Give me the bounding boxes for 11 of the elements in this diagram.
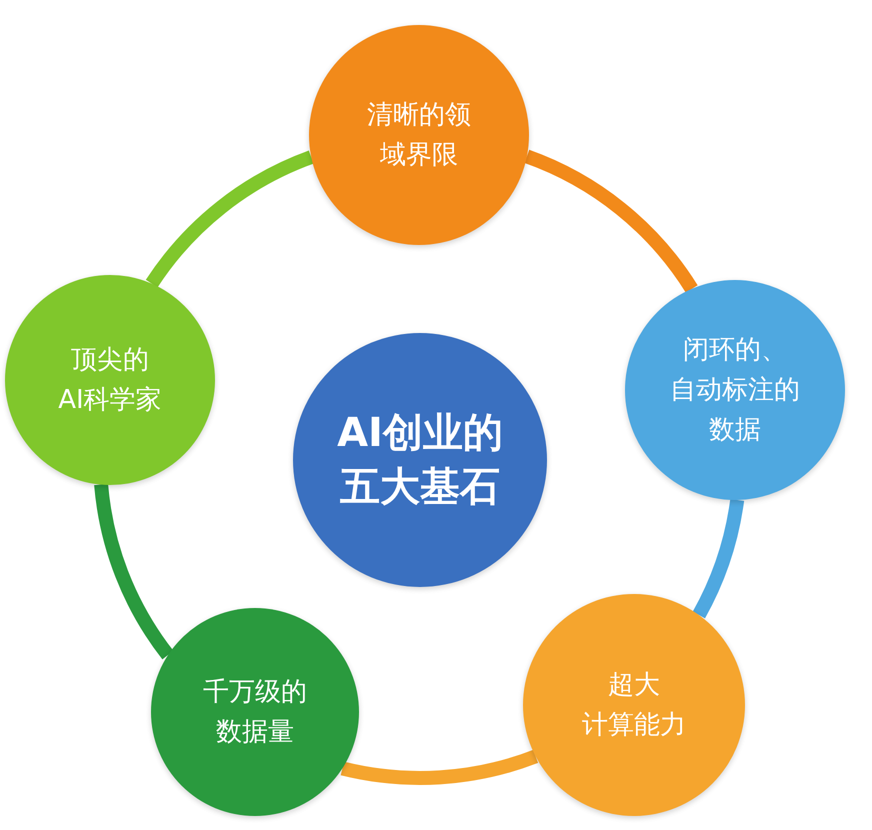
node-label: 闭环的、自动标注的数据 [670,334,800,447]
ring-arc [692,498,744,618]
ring-arc [341,750,538,785]
ring-arc [524,150,698,293]
ring-arc [146,150,314,288]
node-label: 清晰的领域界限 [367,99,471,172]
ring-arc [94,484,174,660]
node-label: 千万级的数据量 [203,676,307,749]
node-label: 超大计算能力 [582,669,686,742]
node-label: 顶尖的AI科学家 [58,344,162,417]
center-title: AI创业的五大基石 [337,409,503,512]
